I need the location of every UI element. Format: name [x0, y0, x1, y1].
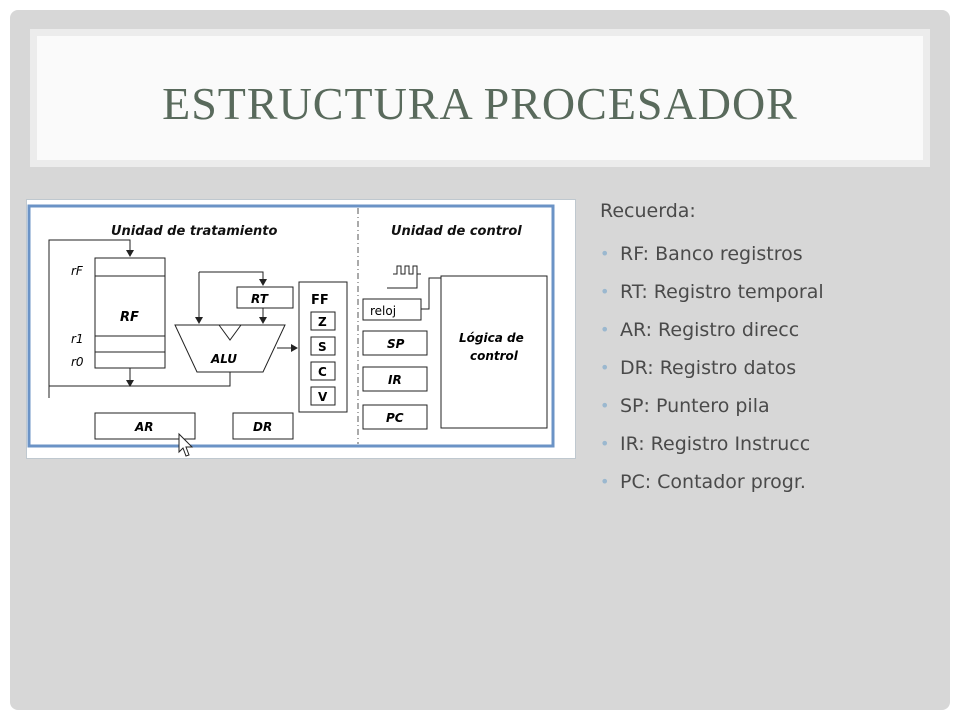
rt-input-arrow [199, 271, 267, 286]
list-item-text: SP: Puntero pila [620, 395, 770, 417]
r0-label: r0 [71, 355, 84, 369]
alu-output-bus [49, 372, 231, 387]
sp-register [362, 330, 428, 356]
flags-title: FF [311, 293, 329, 308]
bullet-icon: • [600, 320, 610, 339]
bullet-icon: • [600, 396, 610, 415]
bullet-icon: • [600, 244, 610, 263]
flag-c: C [318, 365, 327, 379]
pc-register [362, 404, 428, 430]
control-logic-label-line2: control [470, 349, 519, 363]
list-item-text: PC: Contador progr. [620, 471, 806, 493]
bullet-icon: • [600, 282, 610, 301]
control-logic-block [440, 275, 548, 429]
list-item: • PC: Contador progr. [600, 463, 940, 501]
list-item: • RF: Banco registros [600, 235, 940, 273]
pc-label: PC [386, 411, 404, 425]
reminder-heading: Recuerda: [600, 200, 696, 222]
control-unit-heading: Unidad de control [391, 224, 522, 239]
flags-register: FF Z S C V [298, 281, 348, 413]
ar-register [94, 412, 196, 440]
alu-label: ALU [210, 352, 237, 366]
list-item-text: RF: Banco registros [620, 243, 803, 265]
mouse-cursor-icon [178, 432, 194, 457]
slide-title: ESTRUCTURA PROCESADOR [162, 78, 798, 129]
bullet-icon: • [600, 358, 610, 377]
sp-label: SP [387, 337, 405, 351]
clock-waveform-icon [393, 265, 421, 275]
rt-register [236, 286, 294, 309]
list-item-text: RT: Registro temporal [620, 281, 824, 303]
list-item: • RT: Registro temporal [600, 273, 940, 311]
title-box: ESTRUCTURA PROCESADOR [30, 29, 930, 167]
list-item: • DR: Registro datos [600, 349, 940, 387]
alu-unit [174, 324, 286, 373]
ir-register [362, 366, 428, 392]
rf-label: RF [120, 310, 139, 325]
reminder-list: Recuerda: • RF: Banco registros • RT: Regi… [600, 197, 940, 501]
list-item: • IR: Registro Instrucc [600, 425, 940, 463]
bullet-icon: • [600, 434, 610, 453]
list-item: • AR: Registro direcc [600, 311, 940, 349]
r1-label: r1 [71, 332, 84, 346]
rf-input-bus [48, 239, 134, 398]
diagram-frame [27, 204, 555, 448]
flag-s: S [318, 340, 327, 354]
rf-top-label: rF [71, 264, 84, 278]
rt-label: RT [251, 292, 269, 306]
list-item-text: IR: Registro Instrucc [620, 433, 811, 455]
dr-label: DR [253, 420, 272, 434]
flag-z: Z [318, 315, 327, 329]
list-item-text: AR: Registro direcc [620, 319, 800, 341]
treatment-unit-heading: Unidad de tratamiento [111, 224, 277, 239]
ar-label: AR [134, 420, 154, 434]
flag-v: V [318, 390, 328, 404]
slide: ESTRUCTURA PROCESADOR Unidad de tratamie… [10, 10, 950, 710]
clock-label: reloj [370, 304, 396, 318]
list-item: • SP: Puntero pila [600, 387, 940, 425]
control-logic-label-line1: Lógica de [459, 331, 524, 345]
dr-register [232, 412, 294, 440]
clock-signal-line [387, 274, 418, 289]
bullet-icon: • [600, 472, 610, 491]
clock-to-control [421, 277, 441, 310]
processor-diagram: Unidad de tratamiento Unidad de control … [26, 199, 576, 459]
ir-label: IR [388, 373, 402, 387]
list-item-text: DR: Registro datos [620, 357, 797, 379]
alu-notch [218, 324, 242, 341]
rf-register-bank: RF [94, 257, 166, 369]
